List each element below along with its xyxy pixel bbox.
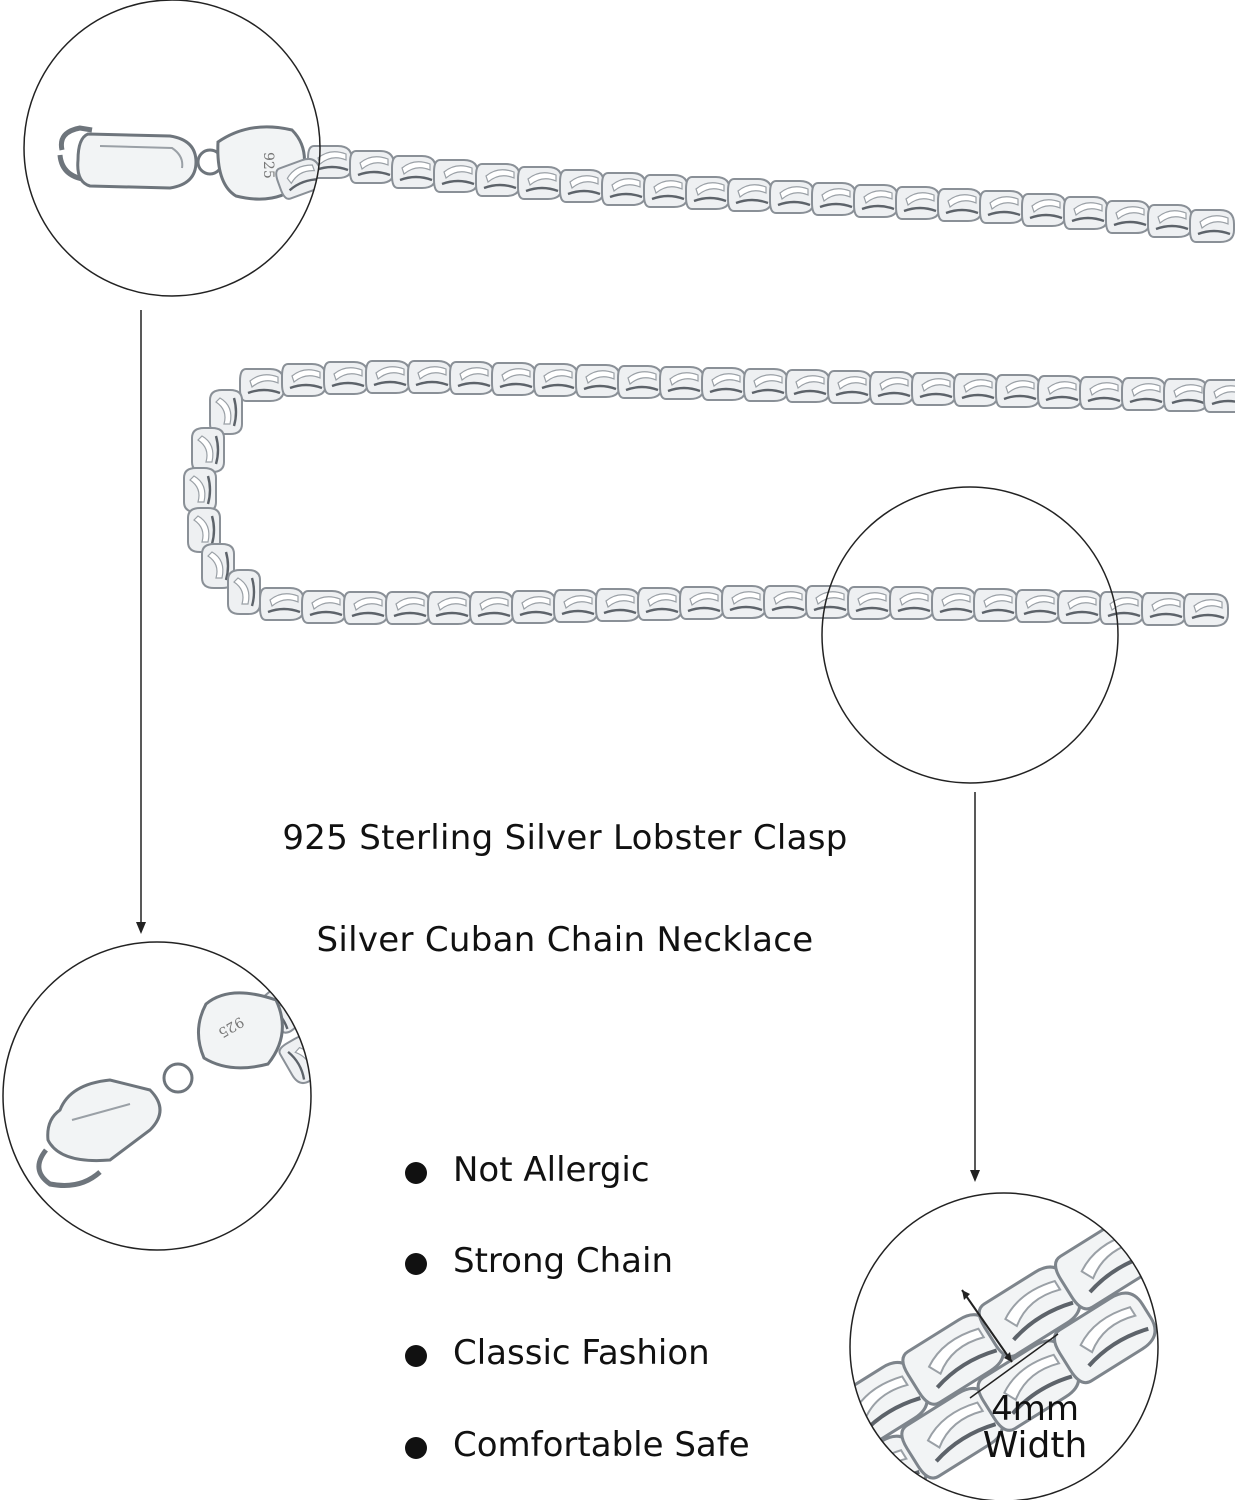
bullet-icon [405,1345,427,1367]
feature-item: Comfortable Safe [405,1420,750,1470]
product-title-line-1: 925 Sterling Silver Lobster Clasp [282,818,848,858]
clasp-detail-circle-bottom: 925 [2,941,312,1251]
chain-loop-lower [258,584,1230,628]
chain-loop-upper [238,359,1235,414]
bullet-icon [405,1162,427,1184]
product-title-line-2: Silver Cuban Chain Necklace [316,920,814,960]
zoom-circle-chain [821,486,1119,784]
width-word-label: Width [982,1425,1088,1466]
feature-label: Comfortable Safe [453,1425,750,1465]
feature-label: Strong Chain [453,1241,674,1281]
chain-loop-curve [182,388,262,616]
feature-label: Classic Fashion [453,1333,710,1373]
stamp-text-top: 925 [260,152,276,179]
feature-item: Not Allergic [405,1145,650,1195]
clasp-detail-circle-top: 925 [23,0,321,297]
bullet-icon [405,1437,427,1459]
width-detail-circle [849,1192,1159,1500]
feature-label: Not Allergic [453,1150,650,1190]
bullet-icon [405,1253,427,1275]
width-value-label: 4mm [991,1389,1079,1429]
feature-item: Classic Fashion [405,1328,710,1378]
arrow-right [970,792,980,1182]
arrow-left [136,310,146,934]
feature-item: Strong Chain [405,1236,673,1286]
chain-top-strand [306,144,1235,244]
